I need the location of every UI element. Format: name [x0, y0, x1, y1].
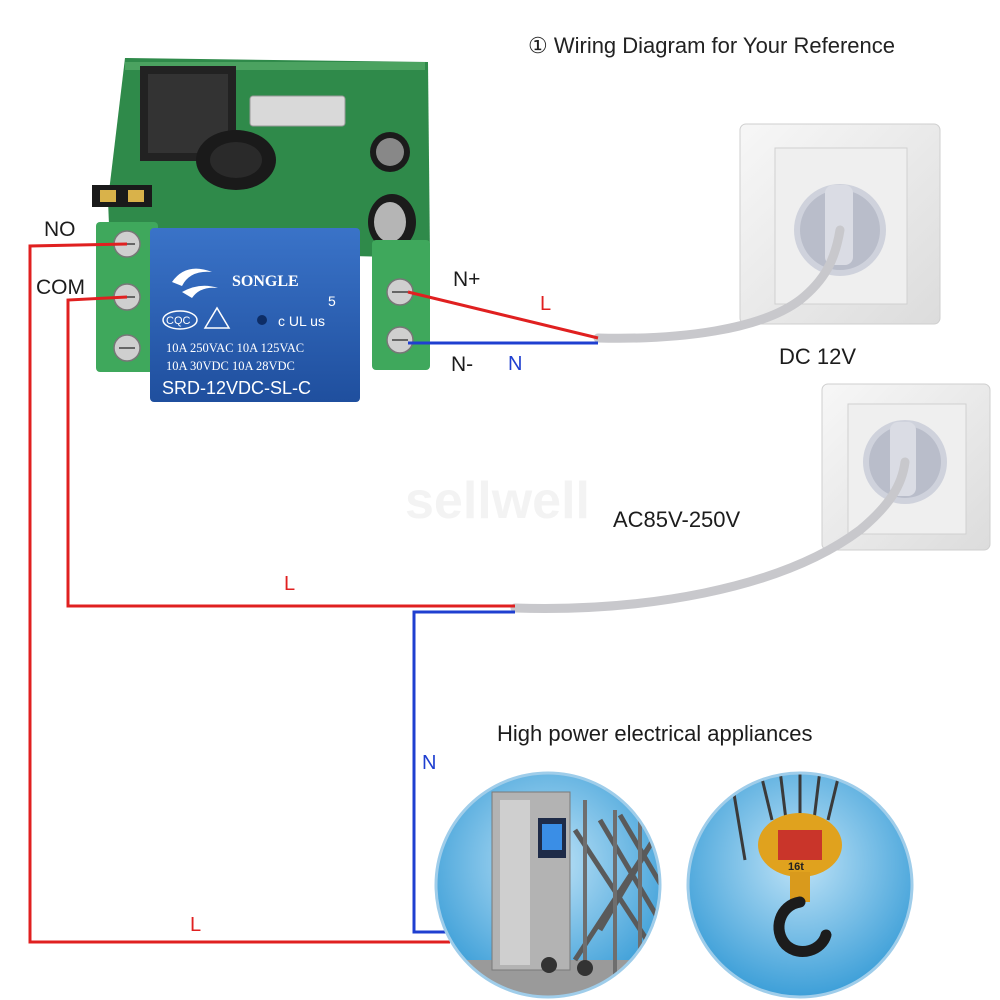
wire-label-l-ac: L: [284, 573, 296, 595]
diagram-title: ① Wiring Diagram for Your Reference: [528, 33, 895, 58]
terminal-label-no: NO: [44, 218, 76, 241]
wire-label-l-dc: L: [540, 293, 552, 315]
crystal: [249, 95, 346, 127]
relay-number: 5: [328, 293, 336, 309]
appliances-caption: High power electrical appliances: [497, 721, 813, 746]
gate-icon: [434, 771, 662, 999]
relay-rating-2: 10A 30VDC 10A 28VDC: [166, 359, 295, 373]
relay-rating-1: 10A 250VAC 10A 125VAC: [166, 341, 304, 355]
relay-module: SONGLE CQC c UL us 5 10A 250VAC 10A 125V…: [92, 58, 430, 402]
supply-label-dc: DC 12V: [779, 344, 857, 369]
terminal-label-n-minus: N-: [451, 353, 474, 376]
wire-no-live: [28, 242, 450, 944]
outlet-icon: [739, 123, 941, 325]
crane-hook-icon: 16t: [686, 771, 914, 999]
terminal-label-n-plus: N+: [453, 268, 481, 291]
supply-label-ac: AC85V-250V: [613, 507, 741, 532]
cqc-mark: CQC: [166, 315, 191, 327]
relay-model: SRD-12VDC-SL-C: [162, 378, 311, 398]
dc-cable: [593, 225, 845, 343]
ac-cable: [510, 457, 910, 613]
ul-mark: c UL us: [278, 313, 325, 329]
watermark: sellwell: [405, 472, 590, 530]
hook-rating: 16t: [788, 861, 804, 873]
wire-label-l-bottom: L: [190, 914, 202, 936]
wire-label-n-ac: N: [422, 752, 437, 774]
terminal-label-com: COM: [36, 276, 85, 299]
wire-label-n-dc: N: [508, 353, 523, 375]
wire-ac-neutral: [412, 610, 515, 934]
wire-com-live: [66, 295, 515, 608]
relay-brand: SONGLE: [232, 273, 299, 290]
wire-dc-live: [407, 290, 599, 340]
